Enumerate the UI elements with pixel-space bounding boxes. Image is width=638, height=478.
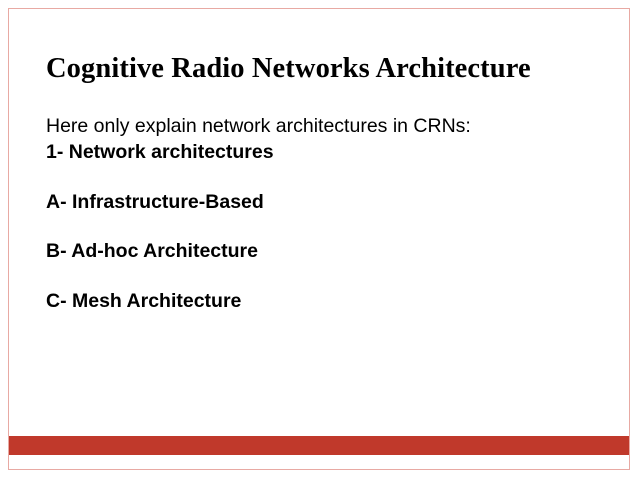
list-item-infrastructure-based: A- Infrastructure-Based [46, 190, 264, 213]
spacer [46, 166, 606, 190]
spacer [46, 265, 606, 289]
page-title: Cognitive Radio Networks Architecture [46, 53, 531, 84]
list-item-mesh-architecture: C- Mesh Architecture [46, 290, 242, 313]
spacer [46, 215, 606, 239]
intro-text: Here only explain network architectures … [46, 115, 471, 138]
list-item-adhoc-architecture: B- Ad-hoc Architecture [46, 240, 258, 263]
slide-border [8, 8, 630, 470]
list-item-network-architectures: 1- Network architectures [46, 140, 274, 163]
slide-content: Cognitive Radio Networks Architecture He… [46, 52, 606, 315]
footer-accent-bar [9, 436, 629, 455]
